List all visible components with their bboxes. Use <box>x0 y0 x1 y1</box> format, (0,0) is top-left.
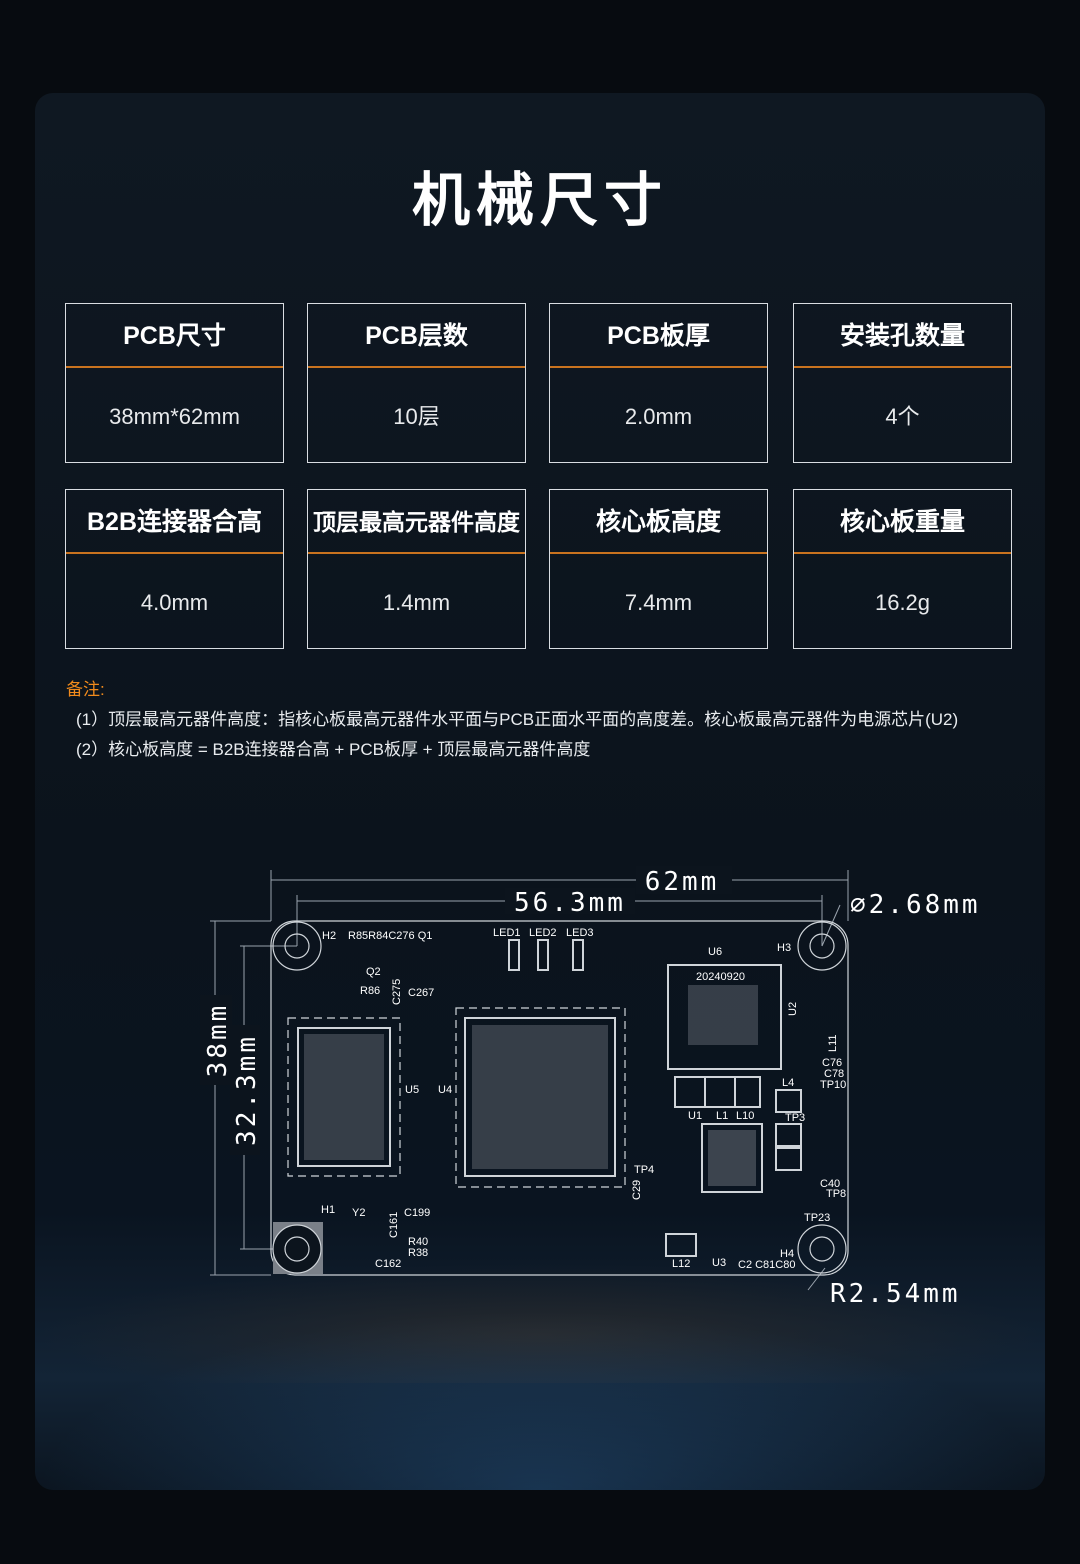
label-tp10: TP10 <box>820 1079 846 1091</box>
chip-outlines <box>297 939 802 1257</box>
bga-pads <box>304 985 758 1186</box>
spec-value: 38mm*62mm <box>109 404 240 429</box>
connector-outlines <box>287 1007 626 1188</box>
label-r86: R86 <box>360 985 380 997</box>
spec-label: 顶层最高元器件高度 <box>308 490 525 554</box>
notes: 备注: (1）顶层最高元器件高度：指核心板最高元器件水平面与PCB正面水平面的高… <box>66 675 958 765</box>
spec-value: 7.4mm <box>624 590 693 615</box>
label-tp23: TP23 <box>804 1212 830 1224</box>
label-led1: LED1 <box>493 927 521 939</box>
mounting-holes <box>272 921 847 1274</box>
spec-cell-board-height: 核心板高度 7.4mm <box>549 489 768 649</box>
dim-width: 62mm <box>645 867 720 897</box>
label-bottom-caps: C2 C81C80 <box>738 1259 795 1271</box>
spec-cell-b2b-height: B2B连接器合高 4.0mm <box>65 489 284 649</box>
spec-value: 1.4mm <box>382 590 451 615</box>
spec-label: PCB板厚 <box>550 304 767 368</box>
label-date-code: 20240920 <box>696 971 745 983</box>
spec-cell-pcb-size: PCB尺寸 38mm*62mm <box>65 303 284 463</box>
label-tp4: TP4 <box>634 1164 654 1176</box>
dim-mask <box>636 866 732 894</box>
spec-cell-pcb-layers: PCB层数 10层 <box>307 303 526 463</box>
spec-value: 16.2g <box>874 590 931 615</box>
label-l12: L12 <box>672 1258 690 1270</box>
notes-title: 备注: <box>66 680 105 699</box>
label-c76: C76 <box>822 1057 842 1069</box>
label-top-left-parts: R85R84C276 Q1 <box>348 930 432 942</box>
label-h3: H3 <box>777 942 791 954</box>
label-tp3: TP3 <box>785 1112 805 1124</box>
spec-cell-pcb-thickness: PCB板厚 2.0mm <box>549 303 768 463</box>
label-y2: Y2 <box>352 1207 365 1219</box>
dim-mask <box>230 1025 260 1155</box>
background-floor <box>35 1310 1045 1490</box>
dim-hole-pitch-x: 56.3mm <box>514 888 626 918</box>
label-c162: C162 <box>375 1258 401 1270</box>
label-u1: U1 <box>688 1110 702 1122</box>
spec-value: 4.0mm <box>140 590 209 615</box>
spec-label: 安装孔数量 <box>794 304 1011 368</box>
label-c267: C267 <box>408 987 434 999</box>
dim-corner-radius: R2.54mm <box>830 1279 961 1309</box>
spec-cell-weight: 核心板重量 16.2g <box>793 489 1012 649</box>
label-h1: H1 <box>321 1204 335 1216</box>
label-l11: L11 <box>827 1034 839 1052</box>
label-c29: C29 <box>631 1180 643 1200</box>
spec-label: PCB尺寸 <box>66 304 283 368</box>
dim-mask <box>505 888 635 914</box>
spec-label: 核心板重量 <box>794 490 1011 554</box>
pcb-outline <box>270 920 849 1276</box>
spec-value: 4个 <box>885 404 920 429</box>
silkscreen-labels: H2 R85R84C276 Q1 Q2 R86 C267 C275 LED1 L… <box>321 927 846 1271</box>
spec-cell-top-component-height: 顶层最高元器件高度 1.4mm <box>307 489 526 649</box>
label-h2: H2 <box>322 930 336 942</box>
dim-height: 38mm <box>203 1003 233 1078</box>
spec-label: PCB层数 <box>308 304 525 368</box>
label-u4: U4 <box>438 1084 452 1096</box>
label-q2: Q2 <box>366 966 381 978</box>
label-u3: U3 <box>712 1257 726 1269</box>
dim-mask <box>200 995 232 1085</box>
page-title: 机械尺寸 <box>411 168 668 233</box>
label-u2: U2 <box>787 1002 799 1016</box>
label-l10: L10 <box>736 1110 754 1122</box>
dim-hole-pitch-y: 32.3mm <box>232 1034 262 1146</box>
label-led2: LED2 <box>529 927 557 939</box>
dim-hole-diameter: ∅2.68mm <box>850 890 981 920</box>
label-c199: C199 <box>404 1207 430 1219</box>
label-c78: C78 <box>824 1068 844 1080</box>
note-item: (2）核心板高度 = B2B连接器合高 + PCB板厚 + 顶层最高元器件高度 <box>76 740 591 759</box>
spec-value: 10层 <box>393 404 440 429</box>
spec-cell-mount-holes: 安装孔数量 4个 <box>793 303 1012 463</box>
label-l4: L4 <box>782 1077 794 1089</box>
label-c161: C161 <box>388 1212 400 1238</box>
background-glow <box>35 1263 1045 1383</box>
note-item: (1）顶层最高元器件高度：指核心板最高元器件水平面与PCB正面水平面的高度差。核… <box>76 710 959 729</box>
label-u5: U5 <box>405 1084 419 1096</box>
label-u6: U6 <box>708 946 722 958</box>
label-tp8: TP8 <box>826 1188 846 1200</box>
label-l1: L1 <box>716 1110 728 1122</box>
spec-label: 核心板高度 <box>550 490 767 554</box>
label-r40: R40 <box>408 1236 428 1248</box>
label-r38: R38 <box>408 1247 428 1259</box>
spec-label: B2B连接器合高 <box>66 490 283 554</box>
label-c275: C275 <box>391 979 403 1005</box>
spec-value: 2.0mm <box>624 404 693 429</box>
label-h4: H4 <box>780 1248 794 1260</box>
label-c40: C40 <box>820 1178 840 1190</box>
label-led3: LED3 <box>566 927 594 939</box>
